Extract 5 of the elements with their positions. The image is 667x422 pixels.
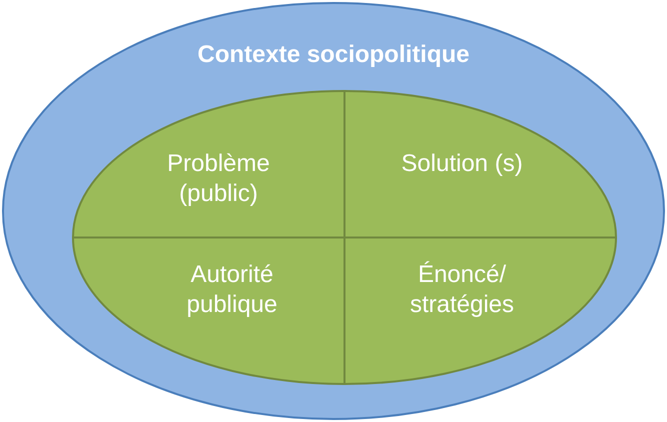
quadrant-text: Problème (public): [166, 149, 271, 209]
quadrant-text: Autorité publique: [186, 260, 278, 320]
quadrant-text: Solution (s): [400, 149, 524, 179]
quadrant-text: Énoncé/ stratégies: [408, 260, 516, 320]
title-text: Contexte sociopolitique: [196, 40, 470, 70]
